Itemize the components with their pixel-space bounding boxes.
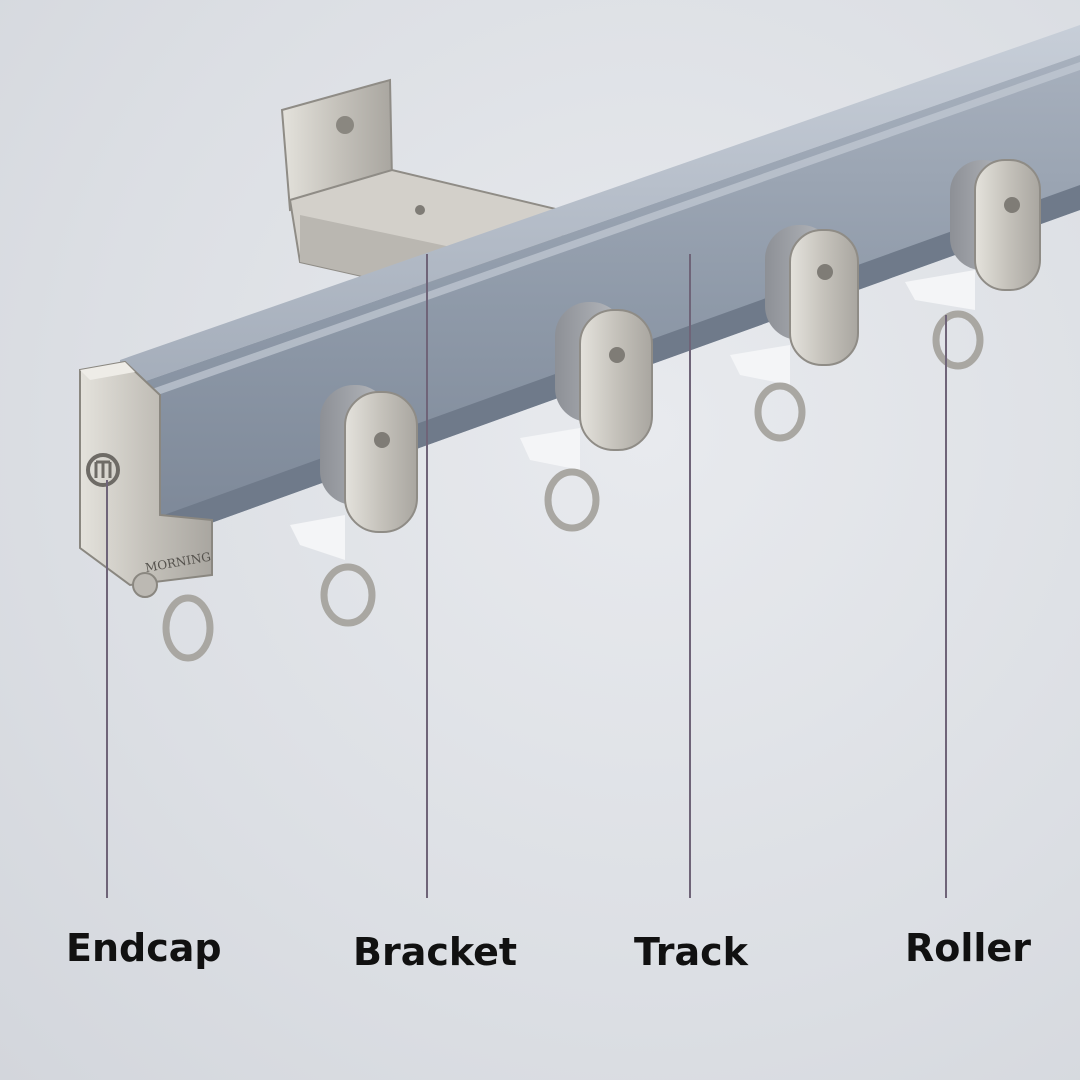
roller-3 [730,225,859,442]
leader-lines [106,254,947,898]
roller-1 [290,385,418,627]
endcap-logo-icon [86,453,120,487]
label-bracket: Bracket [353,930,518,974]
roller-2 [520,302,653,532]
label-track: Track [634,930,748,974]
roller-4 [905,159,1041,370]
label-endcap: Endcap [66,926,222,970]
endcap-part: MORNING [79,360,214,662]
label-roller: Roller [905,926,1031,970]
